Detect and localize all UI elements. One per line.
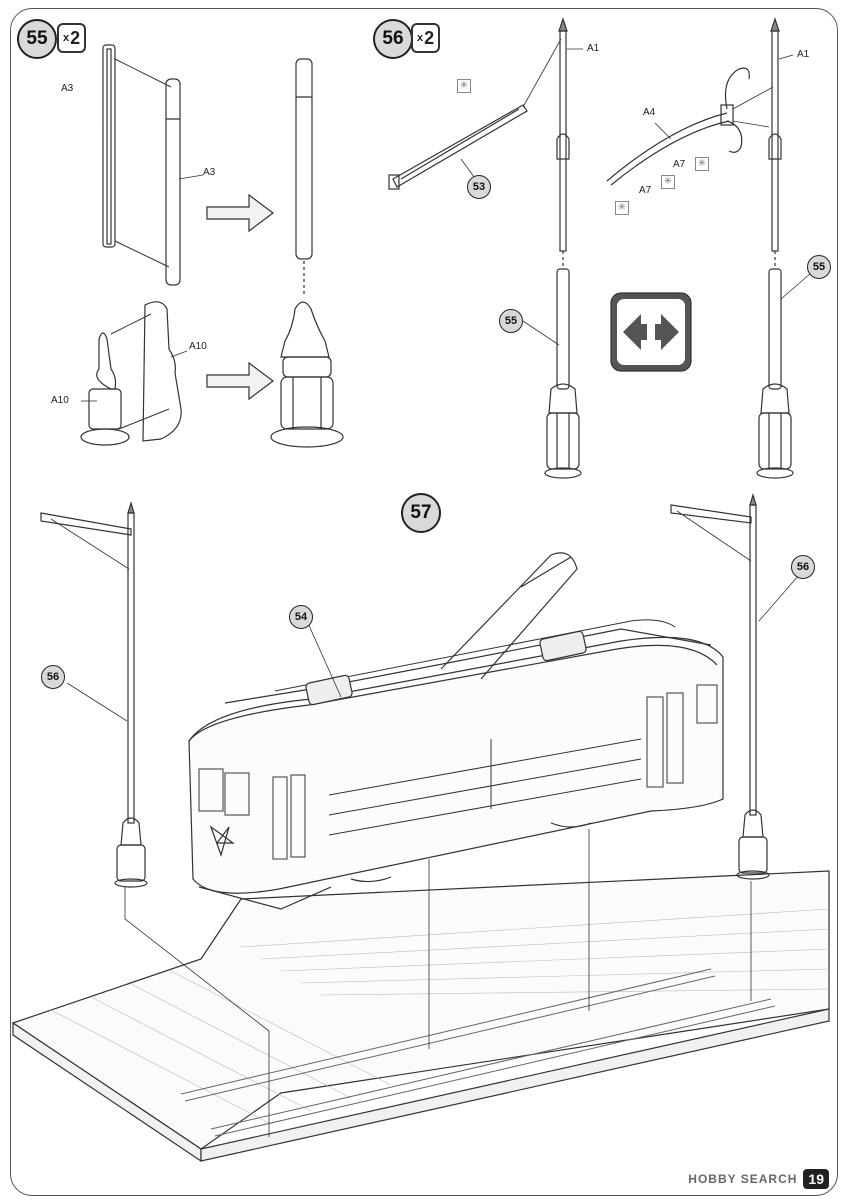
step56-lamp-post-right (756, 17, 794, 479)
callout-step-55-left: 55 (499, 309, 523, 333)
step57-pole-left (40, 500, 148, 888)
part-label-a3-left: A3 (61, 83, 74, 94)
part-label-a7-lower: A7 (639, 185, 652, 196)
step55-arrow-bottom (206, 361, 274, 401)
callout-part-53: 53 (467, 175, 491, 199)
part-label-a10-left: A10 (51, 395, 69, 406)
step-56-number: 56 (373, 19, 413, 59)
pole-placement-lines (124, 829, 752, 1137)
step55-post-halves (102, 44, 181, 286)
alternative-options-icon (610, 292, 692, 372)
tram-car (188, 619, 724, 910)
step56-ornate-bracket (606, 67, 774, 186)
step55-assembled-base (270, 301, 344, 448)
pantograph (440, 552, 578, 680)
glue-marker-icon: ✳ (457, 79, 471, 93)
step55-base-halves (80, 301, 182, 446)
step-55-number: 55 (17, 19, 57, 59)
callout-part-54: 54 (289, 605, 313, 629)
glue-marker-icon: ✳ (695, 157, 709, 171)
step55-assembled-post (295, 58, 313, 295)
step56-simple-bracket (388, 38, 562, 190)
callout-leader-lines (66, 48, 812, 722)
callout-step-56-right: 56 (791, 555, 815, 579)
times-sign: x (417, 32, 424, 44)
callout-step-55-right: 55 (807, 255, 831, 279)
diorama-base (11, 870, 830, 1163)
part-label-a10-right: A10 (189, 341, 207, 352)
part-label-a3-right: A3 (203, 167, 216, 178)
callout-step-56-left: 56 (41, 665, 65, 689)
step57-pole-right (670, 492, 770, 880)
step-57-number: 57 (401, 493, 441, 533)
page-footer: HOBBY SEARCH 19 (688, 1169, 829, 1189)
part-label-a1-second: A1 (797, 49, 810, 60)
step56-lamp-post-left (544, 17, 582, 479)
page-number: 19 (803, 1169, 829, 1189)
glue-marker-icon: ✳ (661, 175, 675, 189)
part-label-a1-first: A1 (587, 43, 600, 54)
step55-arrow-top (206, 193, 274, 233)
part-label-a7-upper: A7 (673, 159, 686, 170)
watermark: HOBBY SEARCH (688, 1172, 798, 1186)
step-55-multiplier: 2 (70, 27, 81, 48)
part-label-a4: A4 (643, 107, 656, 118)
instruction-artwork (11, 17, 830, 1163)
times-sign: x (63, 32, 70, 44)
glue-marker-icon: ✳ (615, 201, 629, 215)
step-56-multiplier: 2 (424, 27, 435, 48)
